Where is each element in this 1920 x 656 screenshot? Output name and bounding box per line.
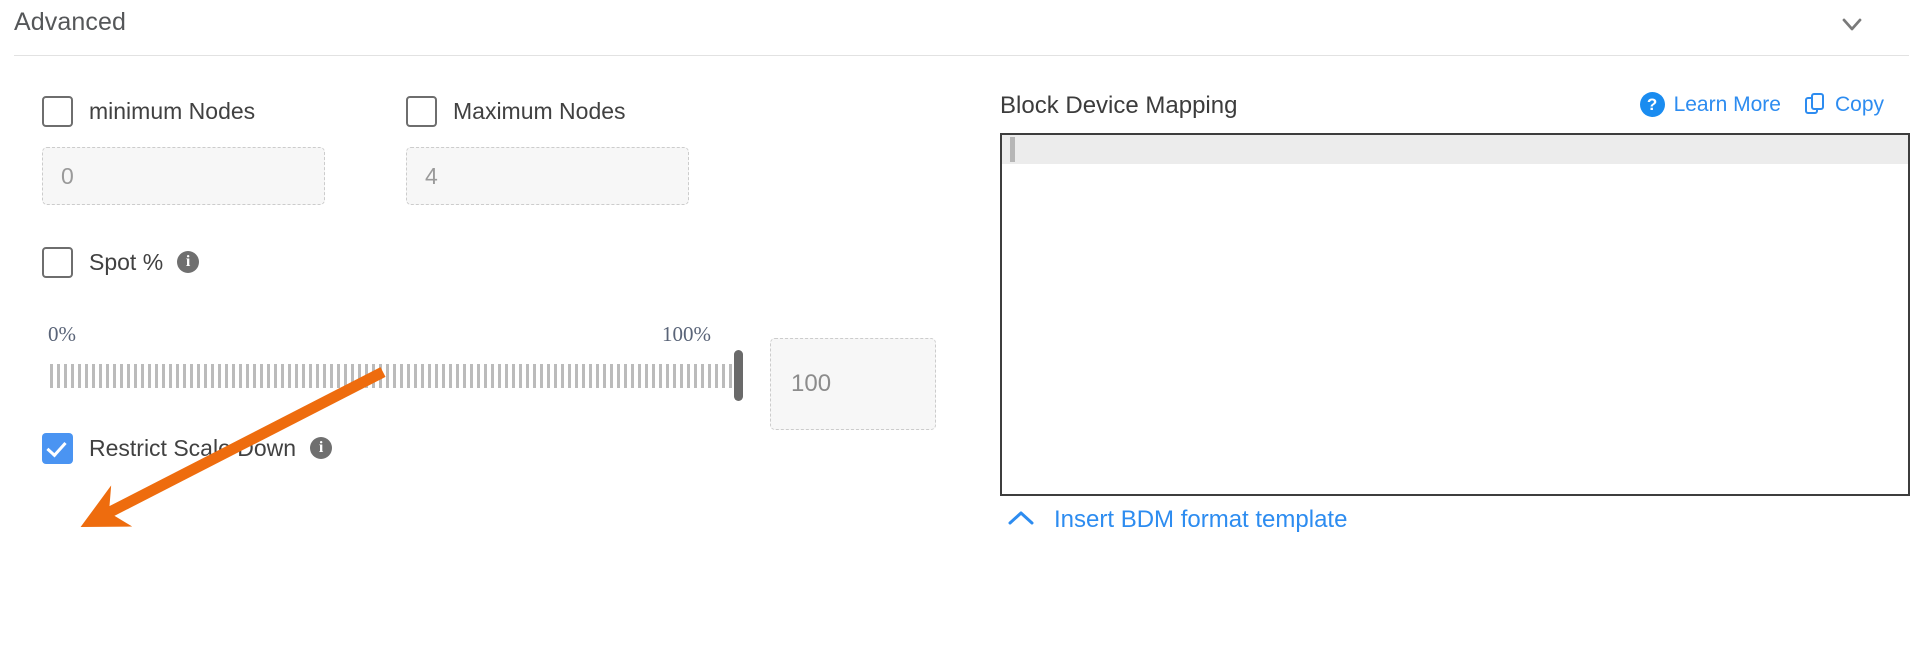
- maximum-nodes-check-row[interactable]: Maximum Nodes: [406, 95, 689, 127]
- maximum-nodes-input[interactable]: [406, 147, 689, 205]
- copy-button[interactable]: Copy: [1804, 92, 1884, 117]
- minimum-nodes-field: minimum Nodes: [42, 95, 325, 205]
- restrict-scale-down-field: Restrict Scale Down i: [42, 432, 333, 464]
- advanced-panel-header[interactable]: Advanced: [0, 0, 1920, 56]
- bdm-title: Block Device Mapping: [1000, 92, 1238, 119]
- spot-percent-slider-area: 0% 100%: [42, 322, 942, 452]
- restrict-scale-down-label: Restrict Scale Down: [89, 434, 297, 461]
- slider-scale-labels: 0% 100%: [42, 322, 754, 348]
- learn-more-link[interactable]: ? Learn More: [1639, 92, 1781, 117]
- maximum-nodes-field: Maximum Nodes: [406, 95, 689, 205]
- maximum-nodes-label: Maximum Nodes: [453, 97, 626, 124]
- spot-percent-label: Spot %: [89, 248, 164, 275]
- spot-percent-field: Spot % i: [42, 246, 200, 278]
- chevron-up-icon: [1006, 506, 1036, 534]
- restrict-scale-down-info-icon[interactable]: i: [310, 437, 333, 459]
- block-device-mapping-column: Block Device Mapping ? Learn More Copy I…: [992, 56, 1920, 656]
- bdm-actions: ? Learn More Copy: [1639, 92, 1884, 117]
- bdm-code-editor[interactable]: [1000, 133, 1910, 496]
- insert-bdm-template-link[interactable]: Insert BDM format template: [1006, 506, 1347, 534]
- editor-active-line: [1002, 135, 1908, 164]
- bdm-header: Block Device Mapping ? Learn More Copy: [992, 92, 1902, 124]
- restrict-scale-down-checkbox[interactable]: [42, 432, 73, 464]
- insert-bdm-template-label: Insert BDM format template: [1054, 506, 1348, 533]
- spot-percent-slider-track[interactable]: [50, 364, 740, 388]
- slider-min-label: 0%: [48, 322, 76, 346]
- minimum-nodes-input[interactable]: [42, 147, 325, 205]
- spot-percent-info-icon[interactable]: i: [177, 251, 200, 273]
- copy-icon: [1804, 93, 1826, 116]
- spot-percent-checkbox[interactable]: [42, 246, 73, 278]
- spot-percent-check-row[interactable]: Spot % i: [42, 246, 200, 278]
- restrict-scale-down-check-row[interactable]: Restrict Scale Down i: [42, 432, 333, 464]
- slider-max-label: 100%: [662, 322, 711, 346]
- page-title: Advanced: [14, 8, 126, 36]
- spot-percent-slider-thumb[interactable]: [734, 350, 743, 401]
- editor-caret: [1010, 137, 1015, 162]
- header-divider: [14, 55, 1909, 56]
- minimum-nodes-check-row[interactable]: minimum Nodes: [42, 95, 325, 127]
- minimum-nodes-checkbox[interactable]: [42, 95, 73, 127]
- spot-percent-value-input[interactable]: [770, 338, 936, 430]
- copy-label: Copy: [1834, 92, 1884, 116]
- help-circle-icon: ?: [1639, 92, 1665, 117]
- minimum-nodes-label: minimum Nodes: [89, 97, 256, 124]
- maximum-nodes-checkbox[interactable]: [406, 95, 437, 127]
- learn-more-label: Learn More: [1673, 92, 1781, 116]
- chevron-down-icon[interactable]: [1836, 8, 1868, 40]
- advanced-left-column: minimum Nodes Maximum Nodes Spot % i 0% …: [0, 56, 960, 656]
